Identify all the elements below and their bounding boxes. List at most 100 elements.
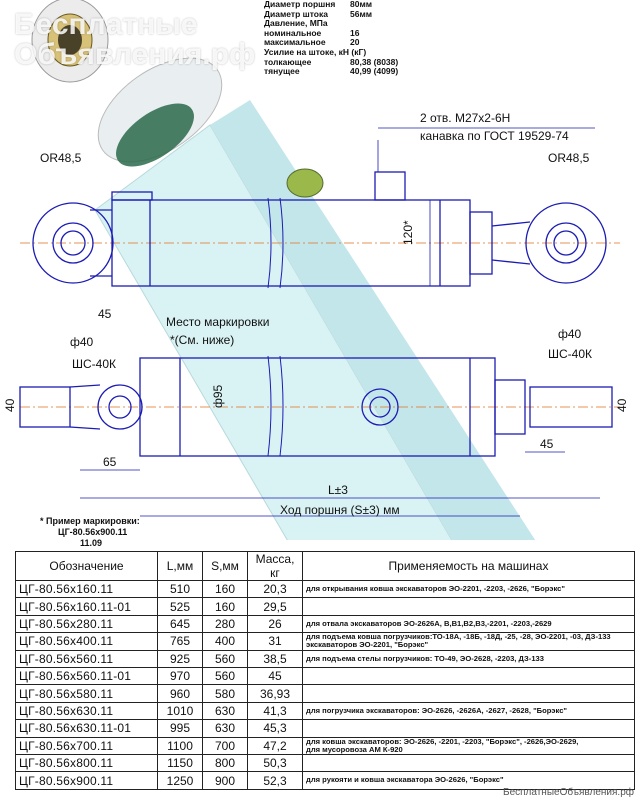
marking-note: *(См. ниже) <box>170 333 234 347</box>
cell-S: 160 <box>202 579 248 599</box>
cell-mass: 38,5 <box>247 649 303 668</box>
dim-40-top-left: ф40 <box>70 335 94 349</box>
cell-S: 580 <box>202 684 248 703</box>
cell-mass: 26 <box>247 614 303 634</box>
cell-S: 160 <box>202 597 248 616</box>
cell-app <box>302 719 635 738</box>
cell-mass: 50,3 <box>247 753 303 773</box>
cell-code: ЦГ-80.56х630.11-01 <box>15 719 158 738</box>
cell-L: 1100 <box>157 736 203 755</box>
cell-app: для рукояти и ковша экскаватора ЭО-2626,… <box>302 771 635 790</box>
cell-code: ЦГ-80.56х700.11 <box>15 736 158 755</box>
spec-label: Давление, МПа <box>264 18 328 29</box>
cell-mass: 52,3 <box>247 771 303 790</box>
cell-app: для подъема ковша погрузчиков:ТО-18А, -1… <box>302 632 635 651</box>
spec-label: максимальное <box>264 37 326 48</box>
cell-code: ЦГ-80.56х630.11 <box>15 701 158 721</box>
cell-mass: 41,3 <box>247 701 303 721</box>
col-header-mass: Масса, кг <box>247 551 303 581</box>
cell-app <box>302 666 635 686</box>
app-line: для подъема стелы погрузчиков: ТО-49, ЭО… <box>306 653 544 663</box>
cell-app <box>302 753 635 773</box>
cell-L: 970 <box>157 666 203 686</box>
cell-mass: 36,93 <box>247 684 303 703</box>
cell-S: 560 <box>202 649 248 668</box>
app-line: для подъема ковша погрузчиков:ТО-18А, -1… <box>306 632 611 642</box>
cell-code: ЦГ-80.56х160.11 <box>15 579 158 599</box>
cell-app: для подъема стелы погрузчиков: ТО-49, ЭО… <box>302 649 635 668</box>
spec-label: номинальное <box>264 27 322 38</box>
app-line: для открывания ковша экскаваторов ЭО-220… <box>306 584 565 594</box>
cell-L: 765 <box>157 632 203 651</box>
cell-app: для ковша экскаваторов: ЭО-2626, -2201, … <box>302 736 635 755</box>
cell-L: 645 <box>157 614 203 634</box>
cell-S: 700 <box>202 736 248 755</box>
cylinder-photo <box>31 0 536 540</box>
cell-code: ЦГ-80.56х280.11 <box>15 614 158 634</box>
cylinder-table: Обозначение L,мм S,мм Масса, кг Применяе… <box>15 551 635 790</box>
cell-L: 925 <box>157 649 203 668</box>
dim-120: 120* <box>401 220 415 245</box>
example-line2: ЦГ-80.56х900.11 <box>58 527 128 537</box>
cell-L: 960 <box>157 684 203 703</box>
example-line1: * Пример маркировки: <box>40 516 140 526</box>
marking-example: * Пример маркировки: ЦГ-80.56х900.11 11.… <box>40 516 140 549</box>
dim-95: ф95 <box>211 384 225 408</box>
watermark: Бесплатные Объявления.рф <box>14 10 255 70</box>
app-line: для отвала экскаваторов ЭО-2626А, В,В1,В… <box>306 618 552 628</box>
spec-value: 80мм <box>350 0 373 9</box>
spec-row: Усилие на штоке, кН (кГ) <box>264 46 398 58</box>
cell-code: ЦГ-80.56х560.11-01 <box>15 666 158 686</box>
spec-label: Усилие на штоке, кН (кГ) <box>264 46 367 57</box>
col-header-S: S,мм <box>202 551 248 581</box>
spec-value: 40,99 (4099) <box>350 66 399 77</box>
thread-note-1: 2 отв. М27х2-6Н <box>420 111 510 125</box>
dim-40-top-right: ф40 <box>558 327 582 341</box>
spec-label: тянущее <box>264 66 300 77</box>
spec-row: Давление, МПа <box>264 19 398 29</box>
technical-drawing: 2 отв. М27х2-6Н канавка по ГОСТ 19529-74… <box>3 0 629 540</box>
cell-mass: 45,3 <box>247 719 303 738</box>
cell-app <box>302 597 635 616</box>
app-line: для погрузчика экскаваторов: ЭО-2626, -2… <box>306 705 568 715</box>
cell-L: 525 <box>157 597 203 616</box>
spec-value: 56мм <box>350 8 373 19</box>
watermark-line2: Объявления.рф <box>14 38 256 71</box>
col-header-L: L,мм <box>157 551 203 581</box>
cell-S: 630 <box>202 701 248 721</box>
cell-app <box>302 684 635 703</box>
cell-app: для открывания ковша экскаваторов ЭО-220… <box>302 579 635 599</box>
cell-S: 800 <box>202 753 248 773</box>
cell-app: для погрузчика экскаваторов: ЭО-2626, -2… <box>302 701 635 721</box>
dim-45-bottom: 45 <box>540 437 554 451</box>
cell-mass: 31 <box>247 632 303 651</box>
cell-mass: 47,2 <box>247 736 303 755</box>
app-line: для ковша экскаваторов: ЭО-2626, -2201, … <box>306 737 579 746</box>
cell-S: 560 <box>202 666 248 686</box>
spec-row: тянущее 40,99 (4099) <box>264 66 399 77</box>
bearing-right: ШС-40К <box>548 347 592 361</box>
spec-label: толкающее <box>264 56 312 67</box>
app-line: экскаваторов ЭО-2201, "Борэкс" <box>306 640 429 650</box>
spec-label: Диаметр поршня <box>264 0 336 9</box>
dim-65: 65 <box>103 455 117 469</box>
cell-code: ЦГ-80.56х400.11 <box>15 632 158 651</box>
cell-mass: 29,5 <box>247 597 303 616</box>
cell-L: 510 <box>157 579 203 599</box>
top-view <box>20 127 620 289</box>
cell-code: ЦГ-80.56х580.11 <box>15 684 158 703</box>
